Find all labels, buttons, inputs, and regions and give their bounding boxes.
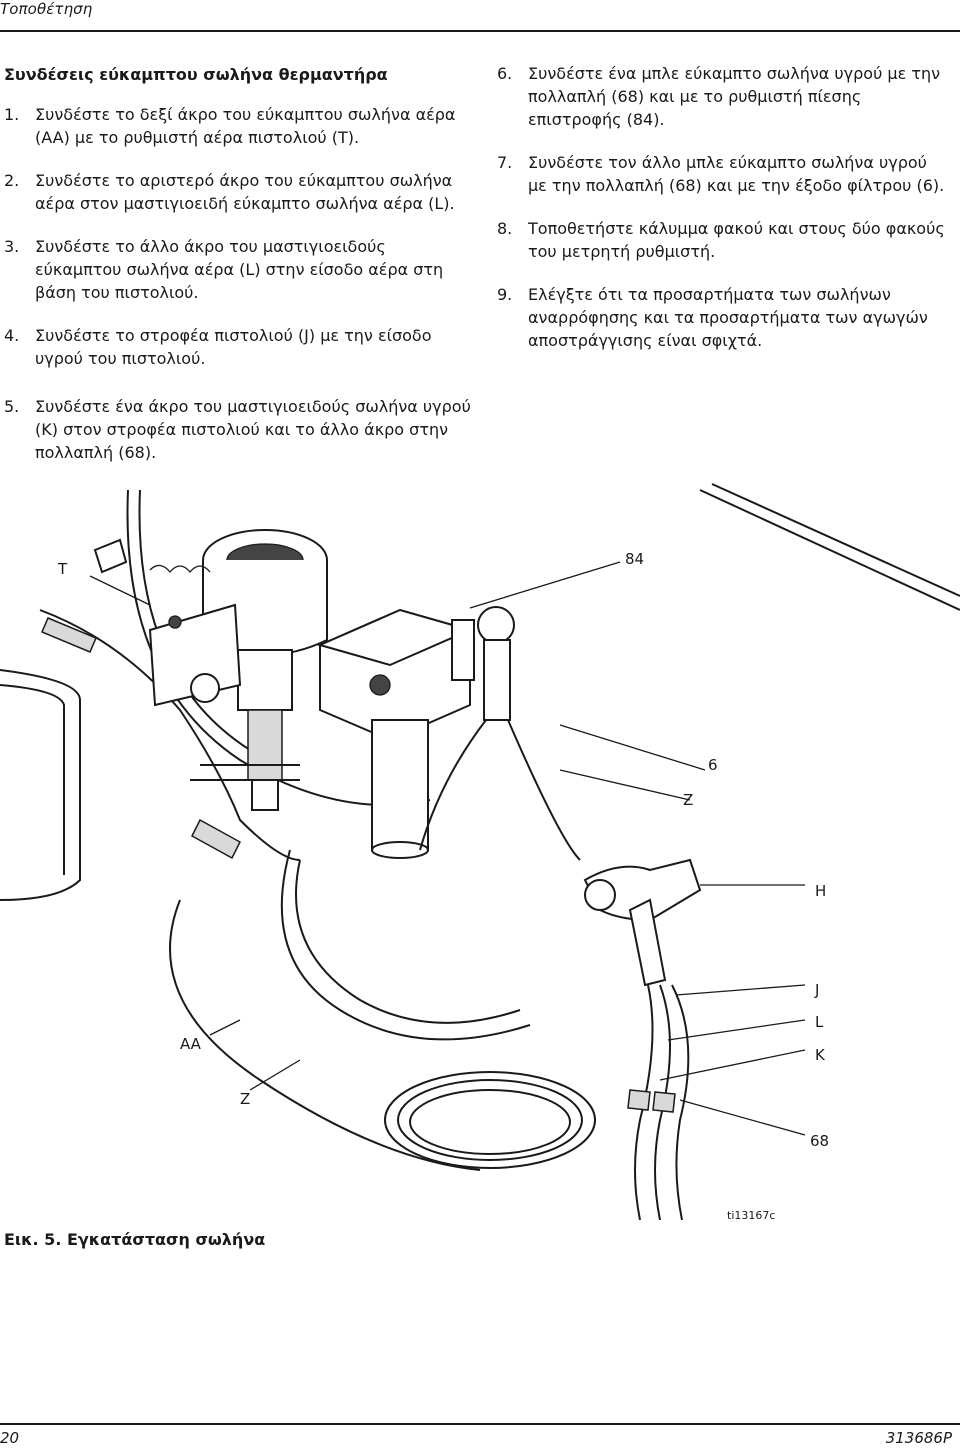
step-number: 5. bbox=[4, 397, 20, 416]
page-number: 20 bbox=[0, 1429, 20, 1447]
spray-gun-body bbox=[583, 858, 702, 922]
hose-installation-figure: T 84 6 Z H J L K AA Z 68 bbox=[0, 480, 960, 1221]
heater-knob bbox=[369, 674, 391, 696]
leader-84 bbox=[469, 561, 621, 609]
step-number: 7. bbox=[497, 153, 513, 172]
callout-68: 68 bbox=[810, 1132, 830, 1150]
leader-T bbox=[89, 575, 151, 606]
leader-Z2 bbox=[249, 1059, 301, 1091]
callout-Z: Z bbox=[683, 791, 694, 809]
coiled-hose bbox=[409, 1089, 571, 1155]
step-7: 7. Συνδέστε τον άλλο μπλε εύκαμπτο σωλήνα… bbox=[497, 151, 947, 197]
figure-id: ti13167c bbox=[727, 1209, 776, 1222]
step-number: 8. bbox=[497, 219, 513, 238]
step-text: Συνδέστε τον άλλο μπλε εύκαμπτο σωλήνα υ… bbox=[528, 153, 945, 195]
steps-list-left: 1. Συνδέστε το δεξί άκρο του εύκαμπτου σω… bbox=[4, 103, 474, 370]
hose-connector bbox=[627, 1089, 651, 1111]
step-text: Συνδέστε το δεξί άκρο του εύκαμπτου σωλή… bbox=[35, 105, 456, 147]
step-text: Ελέγξτε ότι τα προσαρτήματα των σωλήνων … bbox=[528, 285, 928, 350]
hose-sleeve bbox=[191, 818, 241, 860]
container-outline bbox=[0, 669, 81, 901]
hose bbox=[419, 719, 487, 851]
gun-hose bbox=[654, 984, 671, 1221]
coil-spring bbox=[149, 564, 211, 574]
left-column: Συνδέσεις εύκαμπτου σωλήνα θερμαντήρα 1.… bbox=[4, 62, 474, 390]
leader-K bbox=[659, 1049, 806, 1081]
step-number: 3. bbox=[4, 237, 20, 256]
callout-6: 6 bbox=[708, 756, 718, 774]
air-gauge bbox=[190, 673, 220, 703]
callout-Z-lower: Z bbox=[240, 1090, 251, 1108]
step-9: 9. Ελέγξτε ότι τα προσαρτήματα των σωλήνω… bbox=[497, 283, 947, 352]
callout-K: K bbox=[815, 1046, 825, 1064]
hose bbox=[39, 609, 301, 861]
leader-L bbox=[667, 1019, 806, 1041]
hose bbox=[169, 899, 481, 1171]
leader-Z1 bbox=[559, 769, 691, 801]
leader-J bbox=[675, 984, 806, 996]
hose-connector bbox=[652, 1091, 676, 1113]
step-2: 2. Συνδέστε το αριστερό άκρο του εύκαμπτο… bbox=[4, 169, 474, 215]
step-6: 6. Συνδέστε ένα μπλε εύκαμπτο σωλήνα υγρο… bbox=[497, 62, 947, 131]
regulator bbox=[451, 619, 475, 681]
right-column: 6. Συνδέστε ένα μπλε εύκαμπτο σωλήνα υγρο… bbox=[497, 62, 947, 372]
hose bbox=[295, 859, 521, 1024]
coiled-hose bbox=[397, 1079, 583, 1161]
step-4: 4. Συνδέστε το στροφέα πιστολιού (J) με τ… bbox=[4, 324, 474, 370]
callout-H: H bbox=[815, 882, 827, 900]
leader-6 bbox=[559, 724, 706, 771]
callout-84: 84 bbox=[625, 550, 645, 568]
step-text: Συνδέστε το άλλο άκρο του μαστιγιοειδούς… bbox=[35, 237, 444, 302]
spray-gun-nozzle bbox=[584, 879, 616, 911]
hose-installation-drawing bbox=[0, 483, 960, 1221]
callout-L: L bbox=[815, 1013, 824, 1031]
footer-rule bbox=[0, 1423, 960, 1425]
document-number: 313686P bbox=[885, 1429, 952, 1447]
steps-list-right: 6. Συνδέστε ένα μπλε εύκαμπτο σωλήνα υγρο… bbox=[497, 62, 947, 352]
heater-tube-bottom bbox=[371, 841, 429, 859]
gun-hose bbox=[671, 984, 690, 1221]
heater-tube bbox=[371, 719, 429, 851]
step-5: 5. Συνδέστε ένα άκρο του μαστιγιοειδούς … bbox=[4, 395, 474, 464]
step-number: 9. bbox=[497, 285, 513, 304]
step-text: Τοποθετήστε κάλυμμα φακού και στους δύο … bbox=[528, 219, 945, 261]
callout-J: J bbox=[815, 981, 820, 999]
step-number: 1. bbox=[4, 105, 20, 124]
step-text: Συνδέστε το στροφέα πιστολιού (J) με την… bbox=[35, 326, 432, 368]
hose bbox=[280, 849, 531, 1041]
step-number: 6. bbox=[497, 64, 513, 83]
step-number: 2. bbox=[4, 171, 20, 190]
step-text: Συνδέστε ένα άκρο του μαστιγιοειδούς σωλ… bbox=[35, 397, 471, 462]
step-8: 8. Τοποθετήστε κάλυμμα φακού και στους δύ… bbox=[497, 217, 947, 263]
callout-AA: AA bbox=[180, 1035, 201, 1053]
leader-68 bbox=[679, 1099, 806, 1136]
gun-hose bbox=[634, 984, 654, 1221]
header-rule bbox=[0, 30, 960, 32]
section-heading: Συνδέσεις εύκαμπτου σωλήνα θερμαντήρα bbox=[4, 65, 388, 84]
pump-neck bbox=[237, 649, 293, 711]
pump-base bbox=[251, 779, 279, 811]
filter-housing bbox=[483, 639, 511, 721]
step-1: 1. Συνδέστε το δεξί άκρο του εύκαμπτου σω… bbox=[4, 103, 474, 149]
hose bbox=[126, 489, 431, 806]
pressure-gauge bbox=[477, 606, 515, 644]
tube-line bbox=[699, 489, 960, 611]
leader-AA bbox=[209, 1019, 241, 1036]
step-text: Συνδέστε ένα μπλε εύκαμπτο σωλήνα υγρού … bbox=[528, 64, 941, 129]
gun-holder bbox=[93, 538, 128, 574]
step-number: 4. bbox=[4, 326, 20, 345]
coiled-hose bbox=[384, 1071, 596, 1169]
page-header-section: Τοποθέτηση bbox=[0, 0, 93, 18]
spray-gun-handle bbox=[628, 898, 667, 987]
figure-caption: Εικ. 5. Εγκατάσταση σωλήνα bbox=[4, 1230, 266, 1249]
tube-line bbox=[711, 483, 960, 597]
hose-sleeve bbox=[41, 617, 97, 653]
step-3: 3. Συνδέστε το άλλο άκρο του μαστιγιοειδο… bbox=[4, 235, 474, 304]
pump-lower bbox=[247, 709, 283, 781]
callout-T: T bbox=[58, 560, 68, 578]
step-text: Συνδέστε το αριστερό άκρο του εύκαμπτου … bbox=[35, 171, 455, 213]
hose bbox=[507, 719, 581, 861]
indicator bbox=[168, 615, 182, 629]
container-inner bbox=[0, 684, 65, 875]
